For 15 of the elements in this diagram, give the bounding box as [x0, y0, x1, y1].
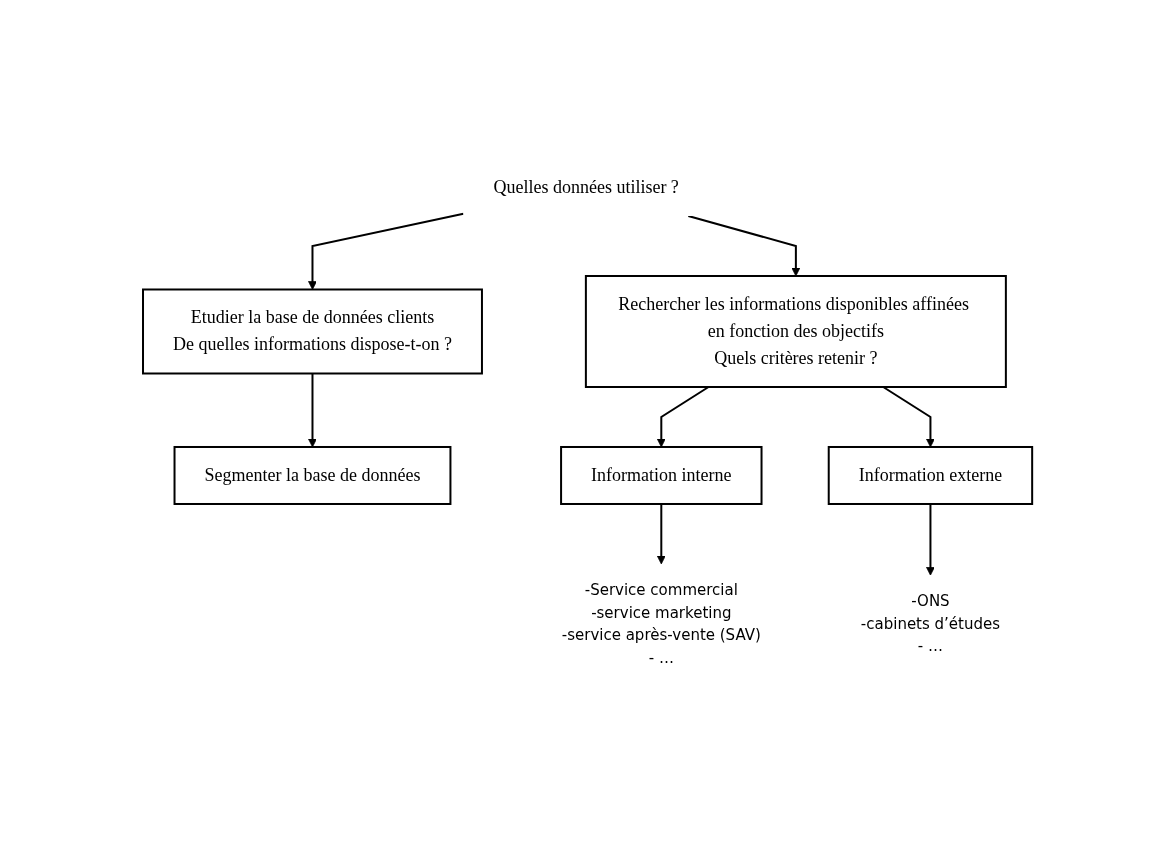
arrow — [925, 502, 935, 576]
arrow — [308, 372, 317, 447]
node-box: Information interne — [560, 445, 763, 505]
node-box: Etudier la base de données clients De quelles informations dispose-t-on ? — [141, 288, 483, 374]
node-text: -ONS -cabinets d’études - … — [860, 591, 1000, 655]
node-box: Rechercher les informations disponibles affinées en fonction des objectifs Quels critères retenir ? — [584, 274, 1007, 388]
node-text: Quelles données utiliser ? — [493, 176, 679, 197]
arrow — [882, 385, 935, 447]
arrow — [656, 385, 710, 447]
arrow — [308, 212, 465, 290]
arrow — [656, 502, 666, 564]
node-box: Information externe — [827, 445, 1034, 505]
node-text: -Service commercial -service marketing -service après-vente (SAV) - … — [561, 580, 761, 666]
arrow — [687, 214, 801, 276]
node-box: Segmenter la base de données — [173, 445, 452, 505]
